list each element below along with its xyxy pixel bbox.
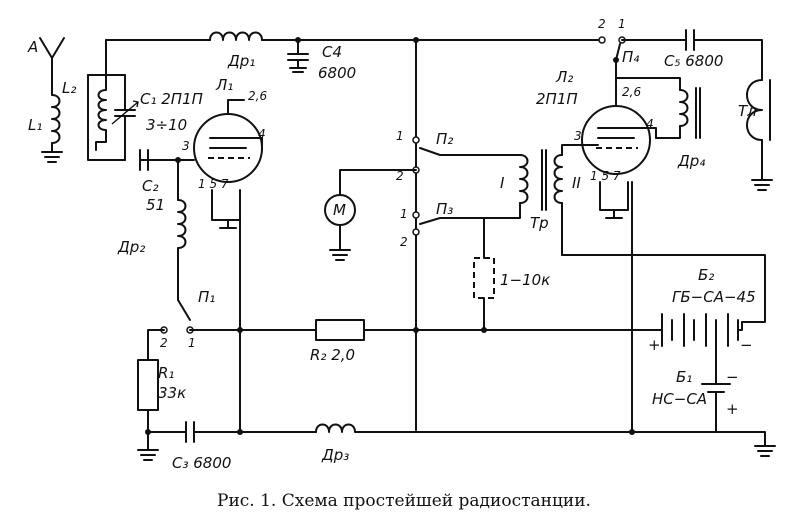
phone-label: Тл <box>738 102 757 120</box>
p4-pos2: 2 <box>598 17 606 31</box>
tr-winding1: I <box>500 174 505 192</box>
p1-pos2: 2 <box>160 336 168 350</box>
b2-minus: − <box>740 336 753 354</box>
r2-rail: R₂ 2,0 <box>189 319 651 364</box>
c2-dr2-p1: C₂ 51 Др₂ П₁ 2 1 <box>117 149 215 350</box>
r1-value: 33к <box>158 384 186 402</box>
load-label: 1−10к <box>500 271 550 289</box>
tube2-pin3: 3 <box>574 129 582 143</box>
batteries: Б₂ ГБ−СА−45 + − Б₁ НС−СА − + <box>561 254 776 457</box>
b1-plus: + <box>726 400 739 418</box>
r2-label: R₂ 2,0 <box>310 346 355 364</box>
c4-value: 6800 <box>318 64 356 82</box>
b2-plus: + <box>648 336 661 354</box>
bottom-rail: R₁ 33к C₃ 6800 Др₃ <box>137 329 721 472</box>
p4-label: П₄ <box>622 48 639 66</box>
c5-label: C₅ 6800 <box>664 52 723 70</box>
tr-label: Тр <box>530 214 549 232</box>
motor-label: M <box>333 201 346 219</box>
dr1-label: Др₁ <box>227 52 255 70</box>
p1-label: П₁ <box>198 288 215 306</box>
c4-label: C4 <box>322 43 342 61</box>
p3-pos2: 2 <box>400 235 408 249</box>
tube1-pin3: 3 <box>182 139 190 153</box>
b2-type: ГБ−СА−45 <box>672 288 756 306</box>
tube1-label: Л₁ <box>215 76 233 94</box>
tube2-type: 2П1П <box>536 90 578 108</box>
dr4-label: Др₄ <box>677 152 705 170</box>
l2-label: L₂ <box>62 79 76 97</box>
c3-label: C₃ 6800 <box>172 454 231 472</box>
antenna-label: A <box>27 38 38 56</box>
b2-label: Б₂ <box>698 266 714 284</box>
tube2-pin4: 4 <box>646 117 654 131</box>
p2-label: П₂ <box>436 130 453 148</box>
l1-label: L₁ <box>28 116 42 134</box>
tube2-label: Л₂ <box>555 68 573 86</box>
b1-label: Б₁ <box>676 368 692 386</box>
c1-value: 3÷10 <box>146 116 187 134</box>
dr2-label: Др₂ <box>117 238 145 256</box>
p4-c5-phone: 2 1 П₄ C₅ 6800 Др₄ Тл <box>598 17 773 191</box>
tr-winding2: II <box>572 174 581 192</box>
transformer-tr: I II Тр <box>483 144 633 256</box>
tube2-pins-top: 2,6 <box>622 85 641 99</box>
b1-minus: − <box>726 368 739 386</box>
top-rail: Др₁ C4 6800 <box>105 31 601 82</box>
p4-pos1: 1 <box>618 17 626 31</box>
p2-pos2: 2 <box>396 169 404 183</box>
tube-l1: Л₁ 2,6 3 4 1 5 7 <box>139 76 267 431</box>
p3-label: П₃ <box>436 200 453 218</box>
tube1-pin4: 4 <box>258 127 266 141</box>
antenna-l1-group: A L₁ <box>27 37 65 163</box>
p3-pos1: 1 <box>400 207 408 221</box>
tube2-pins-bottom: 1 5 7 <box>590 169 621 183</box>
tube1-pins-top: 2,6 <box>248 89 267 103</box>
p1-pos1: 1 <box>188 336 196 350</box>
b1-type: НС−СА <box>652 390 707 408</box>
p2-pos1: 1 <box>396 129 404 143</box>
c1-label: C₁ 2П1П <box>140 90 203 108</box>
tube1-pins-bottom: 1 5 7 <box>198 177 229 191</box>
c2-value: 51 <box>146 196 165 214</box>
tube-l2: Л₂ 2П1П 2,6 3 4 1 5 7 <box>536 59 657 433</box>
c2-label: C₂ <box>142 177 159 195</box>
l2-c1-tank: L₂ C₁ 2П1П 3÷10 <box>62 39 203 161</box>
r1-label: R₁ <box>158 364 174 382</box>
p2-p3-motor: M 1 2 П₂ 1 2 П₃ 1−10к <box>324 39 550 431</box>
figure-caption: Рис. 1. Схема простейшей радиостанции. <box>217 491 591 511</box>
dr3-label: Др₃ <box>321 446 349 464</box>
